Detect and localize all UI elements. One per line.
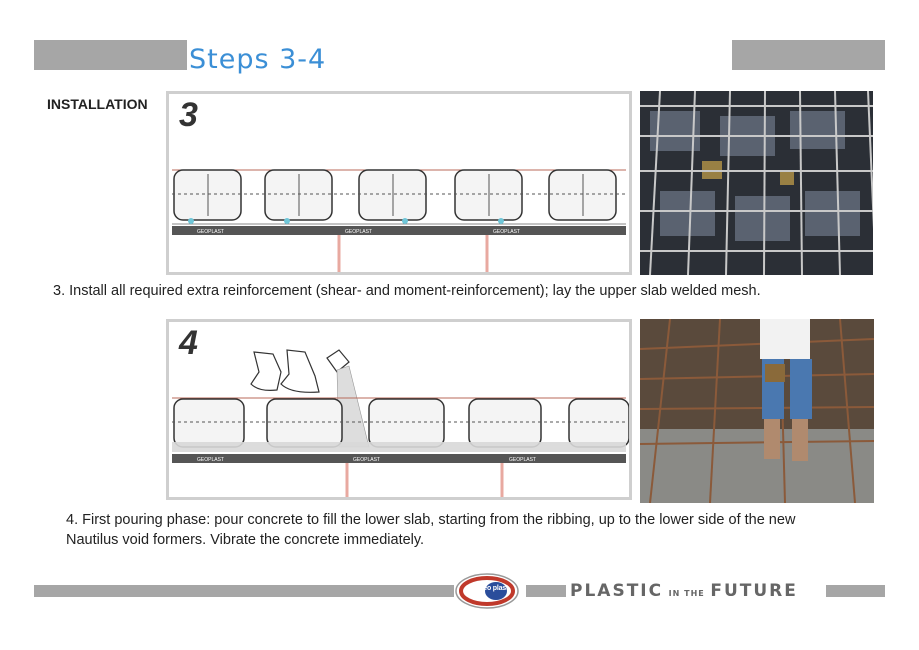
step4-caption: 4. First pouring phase: pour concrete to… xyxy=(66,512,796,548)
step4-diagram: 4 GEOPLAST GEOPLAST GEOPLAST xyxy=(166,319,632,500)
formwork-label: GEOPLAST xyxy=(493,229,520,235)
footer-bar-right xyxy=(826,585,885,597)
header-bar-left xyxy=(34,40,187,70)
geoplast-logo: Geo plast xyxy=(454,572,520,610)
step3-illustration: GEOPLAST GEOPLAST GEOPLAST xyxy=(172,169,626,272)
header-bar-right xyxy=(732,40,885,70)
slogan-part-b: IN THE xyxy=(668,589,705,598)
formwork-label: GEOPLAST xyxy=(345,229,372,235)
step4-number: 4 xyxy=(179,324,198,362)
formwork-label: GEOPLAST xyxy=(509,457,536,463)
step3-number: 3 xyxy=(179,96,198,134)
step3-photo xyxy=(640,91,873,275)
step3-caption: 3. Install all required extra reinforcem… xyxy=(53,283,761,299)
step4-illustration: GEOPLAST GEOPLAST GEOPLAST xyxy=(172,349,629,497)
slogan-part-a: PLASTIC xyxy=(570,581,664,601)
footer-slogan: PLASTIC IN THE FUTURE xyxy=(570,581,798,601)
footer-bar-mid xyxy=(526,585,566,597)
page-title: Steps 3-4 xyxy=(189,44,327,75)
step3-diagram: 3 GEOPLAST GEOPLAST GEOPLAST xyxy=(166,91,632,275)
logo-text: Geo plast xyxy=(478,585,509,592)
formwork-label: GEOPLAST xyxy=(353,457,380,463)
formwork-label: GEOPLAST xyxy=(197,457,224,463)
rebar-mesh-image xyxy=(640,91,873,275)
step4-photo xyxy=(640,319,874,503)
formwork-label: GEOPLAST xyxy=(197,229,224,235)
footer-bar-left xyxy=(34,585,454,597)
logo-icon xyxy=(455,573,519,609)
slogan-part-c: FUTURE xyxy=(710,581,798,601)
section-label: INSTALLATION xyxy=(47,96,148,112)
concrete-pouring-image xyxy=(640,319,874,503)
